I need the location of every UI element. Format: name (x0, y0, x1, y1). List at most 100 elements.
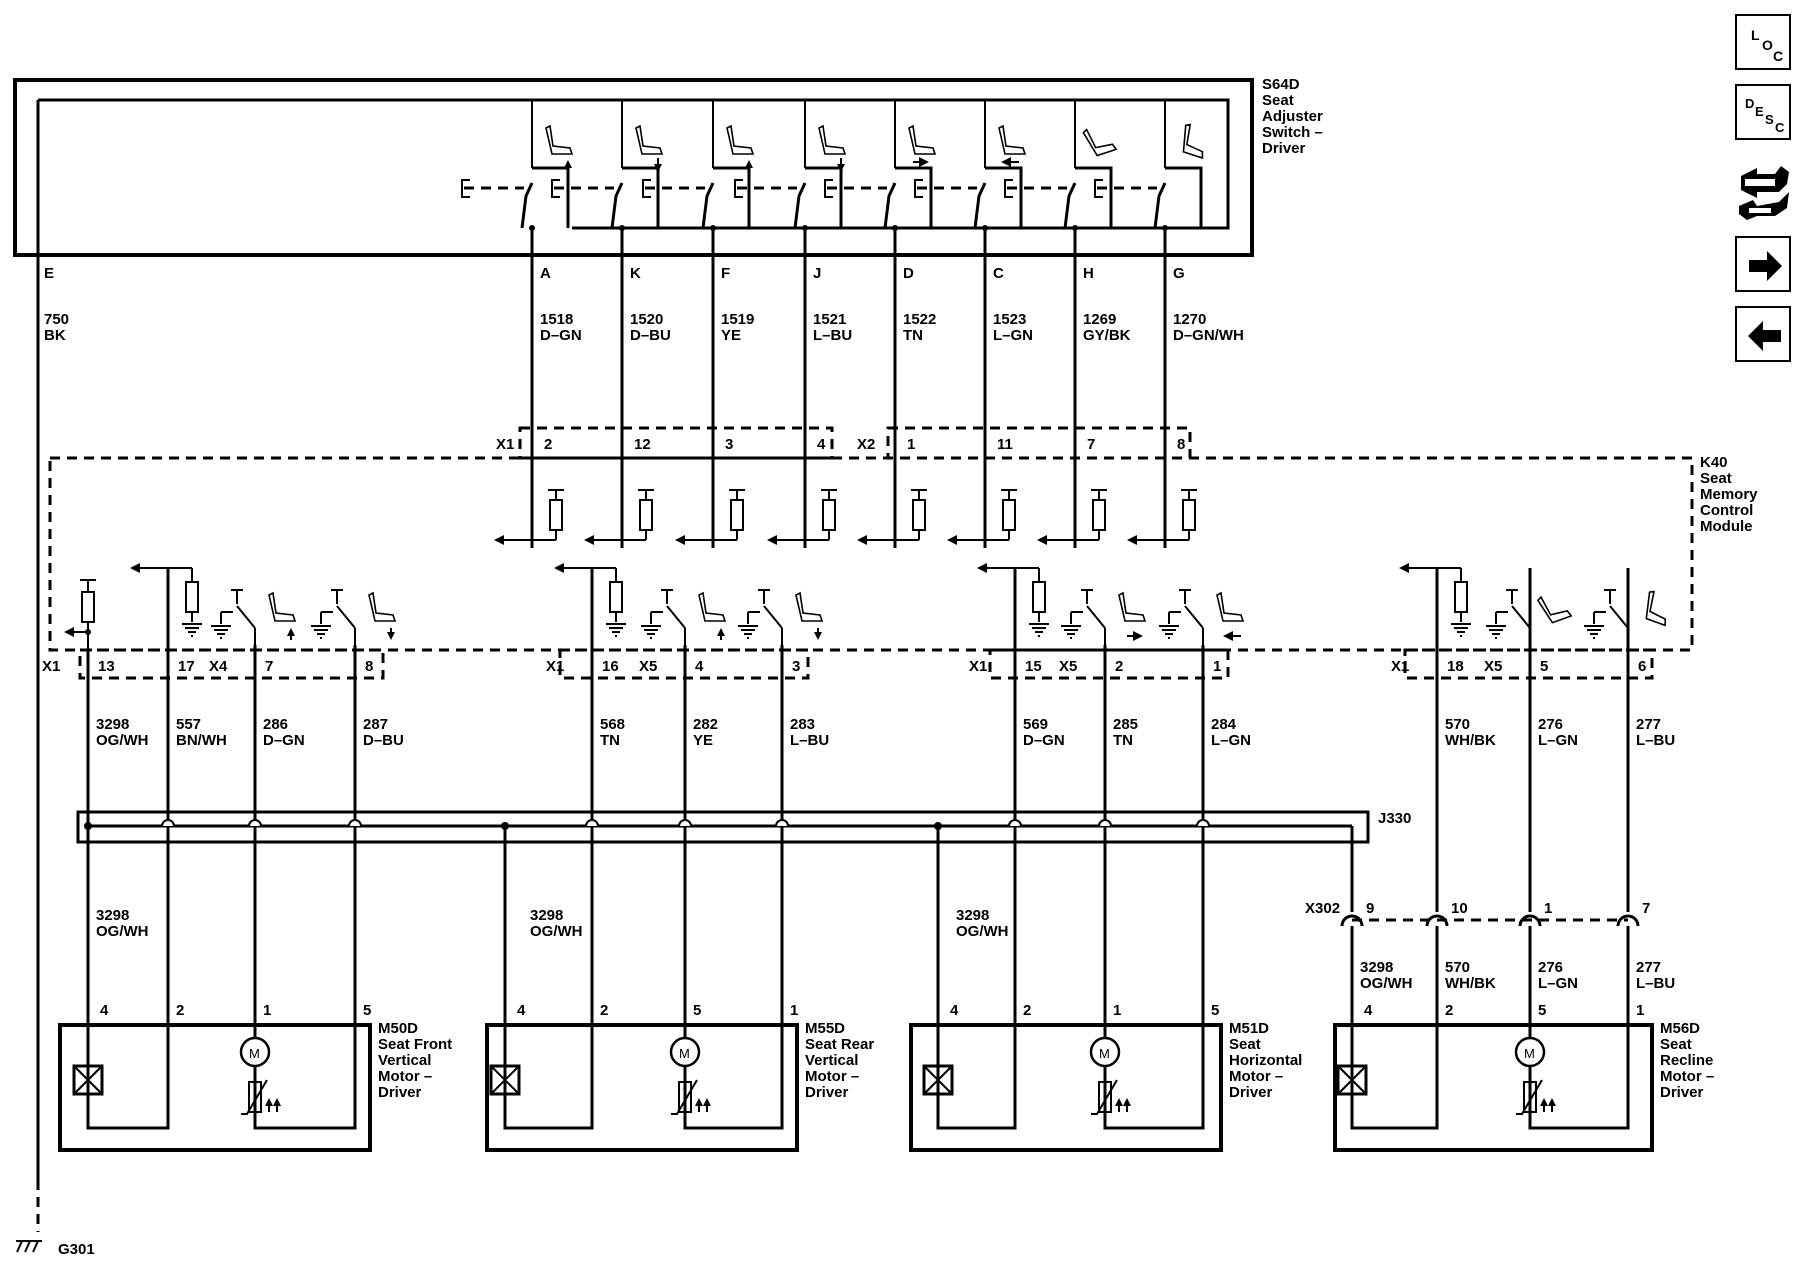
module-name-line: K40 (1700, 454, 1728, 471)
wire-color-label: D–GN/WH (1173, 327, 1244, 344)
wire-color-label: OG/WH (96, 732, 149, 749)
sensor-cross (73, 1065, 103, 1095)
module-pin-label: 6 (1638, 658, 1646, 675)
wire-crossover (348, 819, 362, 827)
wire-color-label: D–BU (630, 327, 671, 344)
ground-symbol (1485, 625, 1507, 639)
arrow-head (130, 563, 140, 573)
module-connector-label: X4 (209, 658, 228, 675)
seat-icon (818, 125, 846, 155)
module-name-label: K40 Seat Memory Control Module (1700, 454, 1758, 535)
wire-circuit-label: 1520 (630, 311, 663, 328)
switch-name-line: Adjuster (1262, 108, 1323, 125)
wire-color-label: L–BU (790, 732, 829, 749)
arrow-head (654, 164, 662, 172)
ground-name-label: G301 (58, 1241, 95, 1258)
arrow-head (564, 160, 572, 168)
ground-symbol (640, 625, 662, 639)
contact-blade (1153, 182, 1167, 229)
module-connector-label: X5 (1059, 658, 1077, 675)
sensor-loop (1350, 1025, 1439, 1130)
feedback-resistor (1454, 581, 1468, 613)
wire-color-label: D–GN (263, 732, 305, 749)
seat-icon (1536, 588, 1573, 626)
seat-icon (635, 125, 663, 155)
ground-symbol (1158, 625, 1180, 639)
actuator-mark (1094, 179, 1103, 198)
x302-pin-label: 10 (1451, 900, 1468, 917)
x302-terminal (1518, 914, 1542, 927)
motor-return (1528, 1025, 1630, 1130)
feedback-circuit (977, 563, 1050, 637)
relay-switch (310, 589, 396, 645)
switch-pin-label: D (903, 265, 914, 282)
location-button[interactable]: L O C (1735, 14, 1791, 70)
module-pin-label: 4 (695, 658, 704, 675)
seat-icon (726, 125, 754, 155)
switch-name-line: Switch – (1262, 124, 1323, 141)
arrow-head (745, 160, 753, 168)
pullup-resistor (1092, 499, 1106, 531)
next-page-button[interactable] (1735, 236, 1791, 292)
description-button[interactable]: D E S C (1735, 84, 1791, 140)
wire-color-label: L–BU (813, 327, 852, 344)
wire-crossover (1196, 819, 1210, 827)
seat-icon (368, 592, 396, 622)
relay-blade (1609, 605, 1629, 629)
motor-name-line: Driver (378, 1084, 422, 1101)
module-connector-label: X1 (969, 658, 987, 675)
seat-adjuster-switch: S64D Seat Adjuster Switch – Driver (13, 76, 1323, 257)
wire-circuit-label: 1523 (993, 311, 1026, 328)
relay-blade (1511, 605, 1531, 629)
module-pin-label: 18 (1447, 658, 1464, 675)
module-pin-label: 13 (98, 658, 115, 675)
relay-blade (1086, 605, 1106, 629)
module-to-motor-wires: 3298OG/WH557BN/WH286D–GN287D–BU568TN282Y… (84, 568, 1675, 1128)
seat-icon (795, 592, 823, 622)
wire-crossover (248, 819, 262, 827)
junction-node (85, 629, 91, 635)
module-pin-label: 3 (792, 658, 800, 675)
feedback-resistor (609, 581, 623, 613)
relay-blade (236, 605, 256, 629)
arrow-head (703, 1098, 711, 1106)
module-input (947, 489, 1017, 545)
wire-color-label: L–GN (1538, 732, 1578, 749)
switch-to-module-wires: A1518D–GN2K1520D–BU12F1519YE3J1521L–BU4D… (530, 228, 1244, 548)
motor-name-line: Horizontal (1229, 1052, 1302, 1069)
actuator-mark (1004, 179, 1013, 198)
splice-j330: J330 (76, 810, 1411, 844)
arrow-head (919, 157, 929, 167)
motor-pin-label: 1 (1636, 1002, 1644, 1019)
splice-node (84, 822, 92, 830)
branch-circuit-label: 3298 (956, 907, 989, 924)
seat-icon (908, 125, 936, 155)
motor-name-line: M51D (1229, 1020, 1269, 1037)
arrow-head (977, 563, 987, 573)
wire-color-label: YE (721, 327, 741, 344)
motor-housing (58, 1023, 372, 1152)
ground-symbol (16, 1240, 42, 1253)
previous-page-button[interactable] (1735, 306, 1791, 362)
module-pin-label: 2 (1115, 658, 1123, 675)
motor-return (1103, 1025, 1205, 1130)
actuator-mark (824, 179, 833, 198)
k40-pin-label: 8 (1177, 436, 1185, 453)
contact-arm (1075, 166, 1113, 228)
contact-arm (985, 166, 1023, 228)
k40-connector-x1-label: X1 (496, 436, 514, 453)
motor-pin-label: 5 (363, 1002, 371, 1019)
module-connector-label: X1 (42, 658, 60, 675)
ground-color-label: BK (44, 327, 66, 344)
ground-symbol (605, 623, 627, 637)
arrow-head (1540, 1098, 1548, 1106)
motor-pin-label: 4 (1364, 1002, 1373, 1019)
x302-terminal (1616, 914, 1640, 927)
wire-circuit-label: 570 (1445, 716, 1470, 733)
module-pin-label: 1 (1213, 658, 1221, 675)
connector-view-button[interactable] (1735, 162, 1793, 222)
wire-color-label: BN/WH (176, 732, 227, 749)
module-connector-label: X1 (1391, 658, 1409, 675)
